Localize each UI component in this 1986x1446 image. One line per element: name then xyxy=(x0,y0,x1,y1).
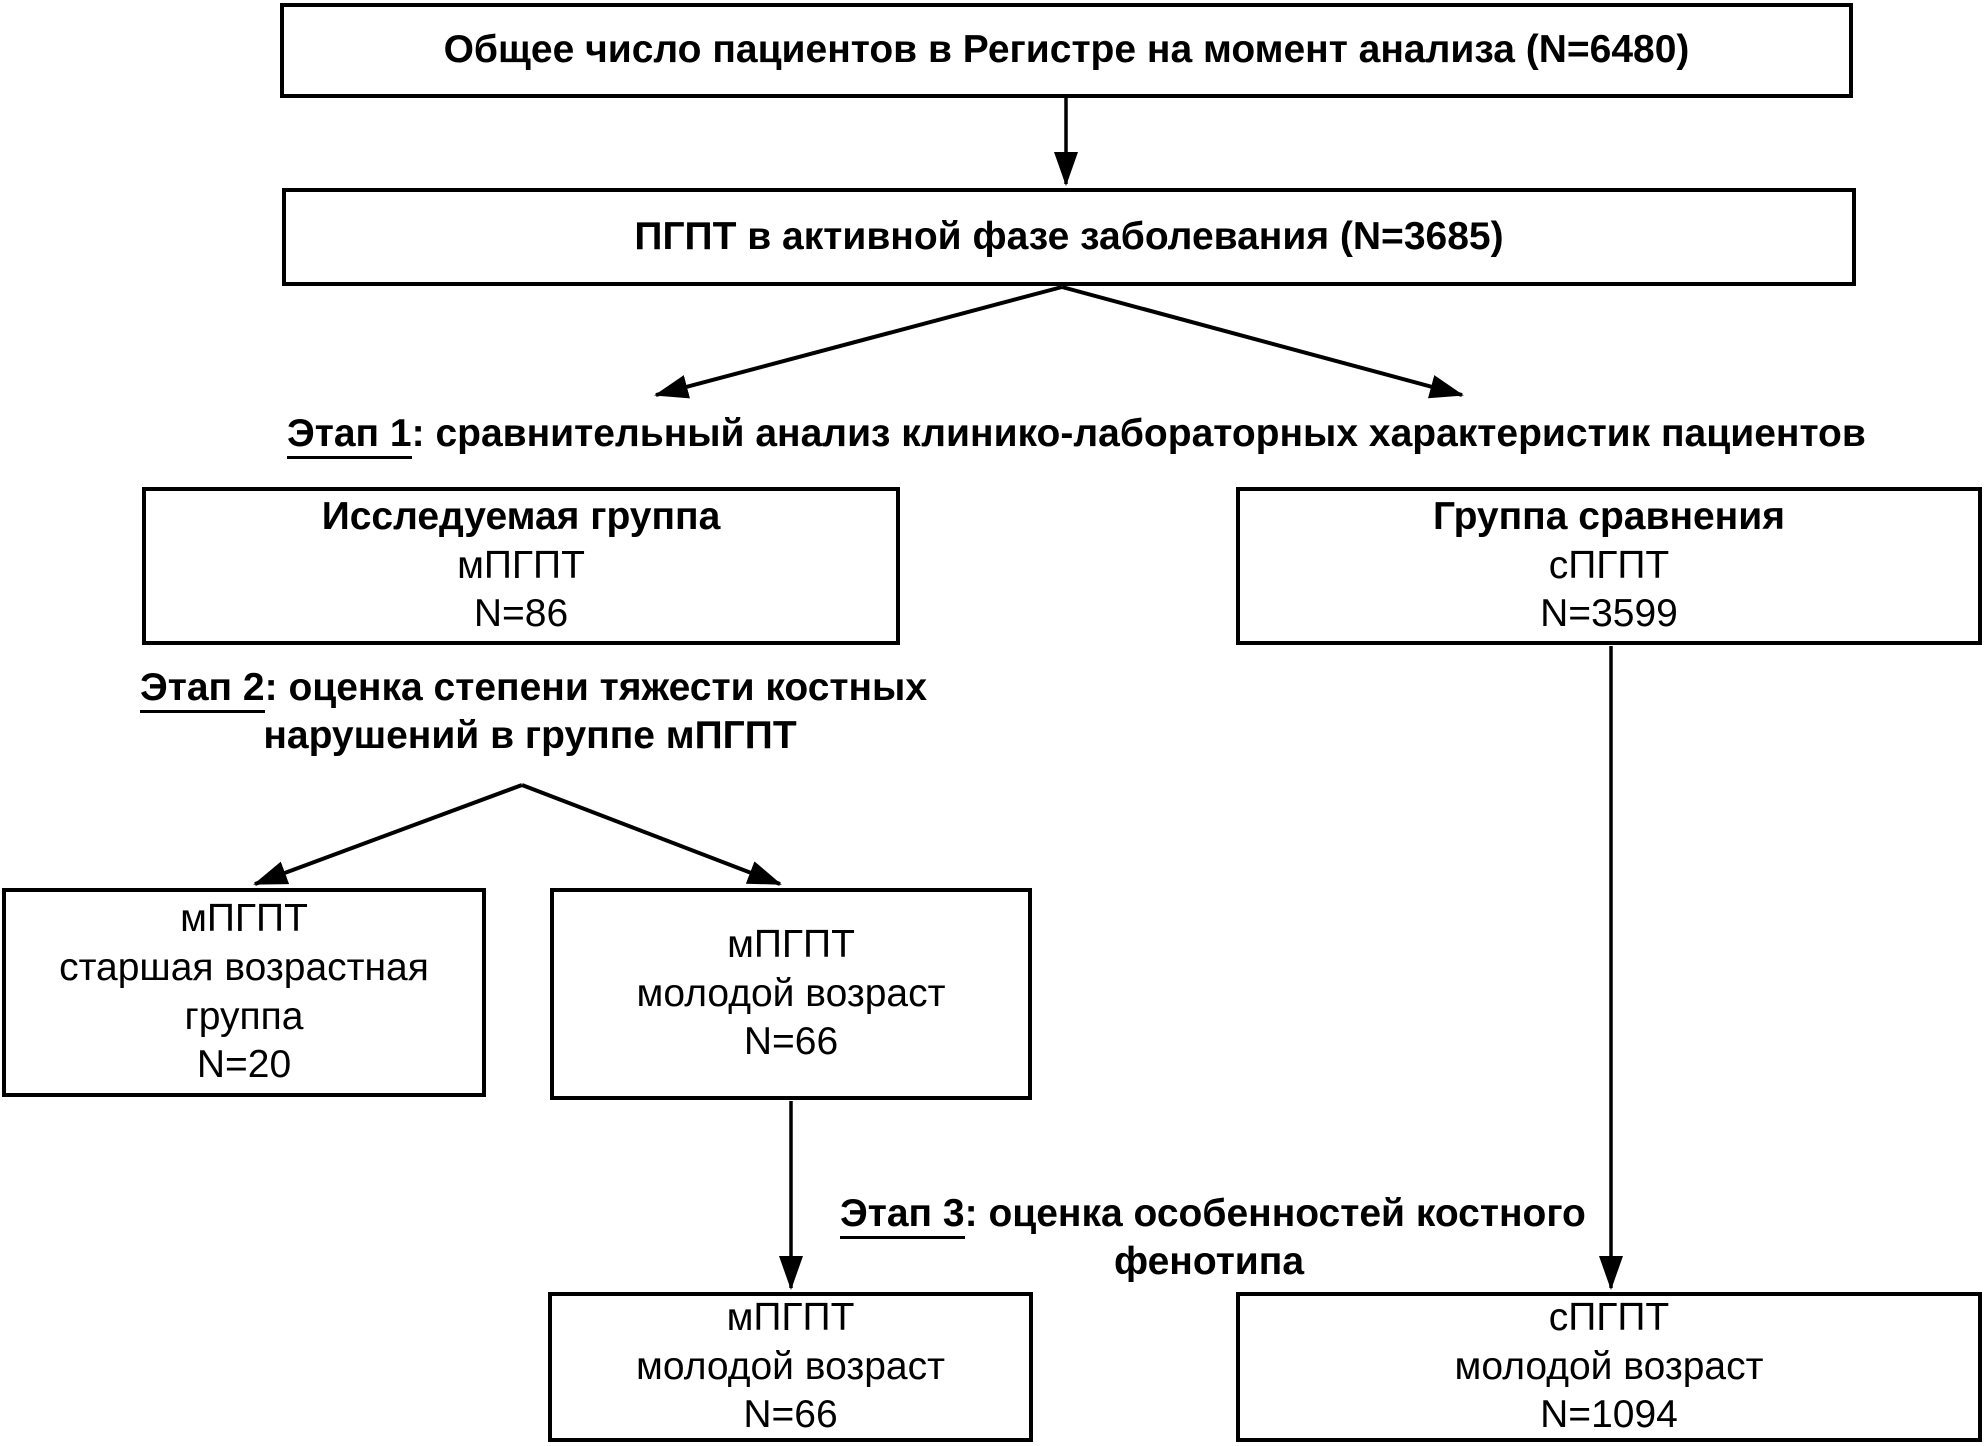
box-mphpt-older-count: N=20 xyxy=(196,1043,292,1087)
stage3-name: Этап 3 xyxy=(840,1192,965,1239)
box-study-group-title: Исследуемая группа xyxy=(321,494,721,538)
box-comparison-group-count: N=3599 xyxy=(1540,592,1678,636)
stage2-line2: нарушений в группе мПГПТ xyxy=(263,713,797,757)
arrow-stage2-to-older xyxy=(253,783,523,886)
stage2-label: Этап 2: оценка степени тяжести костных н… xyxy=(140,664,927,759)
box-mphpt-young-line1: мПГПТ xyxy=(727,922,855,966)
stage1-text: : сравнительный анализ клинико-лаборатор… xyxy=(411,412,1866,455)
stage2-line1: Этап 2: оценка степени тяжести костных xyxy=(140,664,927,713)
box-active-phase-text: ПГПТ в активной фазе заболевания (N=3685… xyxy=(634,214,1504,258)
box-study-group-subtitle: мПГПТ xyxy=(457,543,585,587)
box-sphpt-young: сПГПТ молодой возраст N=1094 xyxy=(1236,1292,1982,1442)
stage3-line1: Этап 3: оценка особенностей костного xyxy=(840,1190,1586,1239)
box-study-group: Исследуемая группа мПГПТ N=86 xyxy=(142,487,900,645)
box-active-phase: ПГПТ в активной фазе заболевания (N=3685… xyxy=(282,188,1856,286)
box-mphpt-young-count: N=66 xyxy=(743,1020,839,1064)
box-mphpt-young-line2: молодой возраст xyxy=(636,971,946,1015)
stage3-line2: фенотипа xyxy=(1113,1239,1305,1283)
box-sphpt-young-line1: сПГПТ xyxy=(1548,1295,1670,1339)
box-sphpt-young-line2: молодой возраст xyxy=(1454,1344,1764,1388)
stage3-label: Этап 3: оценка особенностей костного фен… xyxy=(840,1190,1586,1285)
stage1-name: Этап 1 xyxy=(287,412,412,459)
arrow-active-to-comparison xyxy=(1061,285,1464,399)
box-comparison-group-subtitle: сПГПТ xyxy=(1548,543,1670,587)
box-sphpt-young-count: N=1094 xyxy=(1540,1393,1678,1437)
box-total-patients: Общее число пациентов в Регистре на моме… xyxy=(280,3,1853,98)
box-comparison-group-title: Группа сравнения xyxy=(1433,494,1785,538)
box-mphpt-older-line2: старшая возрастная группа xyxy=(59,945,429,1038)
box-mphpt-older-line1: мПГПТ xyxy=(180,897,308,940)
box-study-group-count: N=86 xyxy=(473,592,569,636)
stage2-text: : оценка степени тяжести костных xyxy=(264,666,928,709)
stage1-label: Этап 1: сравнительный анализ клинико-лаб… xyxy=(287,410,1866,459)
box-mphpt-young-stage3: мПГПТ молодой возраст N=66 xyxy=(548,1292,1033,1442)
arrow-stage2-to-young xyxy=(521,783,782,886)
box-mphpt-young-stage3-count: N=66 xyxy=(743,1393,838,1437)
box-mphpt-older: мПГПТ старшая возрастная группа N=20 xyxy=(2,888,486,1097)
box-total-patients-text: Общее число пациентов в Регистре на моме… xyxy=(443,28,1690,72)
box-mphpt-young-stage3-line1: мПГПТ xyxy=(726,1295,855,1339)
box-mphpt-young-stage3-line2: молодой возраст xyxy=(636,1344,945,1388)
stage3-text: : оценка особенностей костного xyxy=(964,1192,1586,1235)
box-mphpt-young: мПГПТ молодой возраст N=66 xyxy=(550,888,1032,1100)
arrow-active-to-study xyxy=(654,285,1063,399)
stage2-name: Этап 2 xyxy=(140,666,265,713)
box-comparison-group: Группа сравнения сПГПТ N=3599 xyxy=(1236,487,1982,645)
